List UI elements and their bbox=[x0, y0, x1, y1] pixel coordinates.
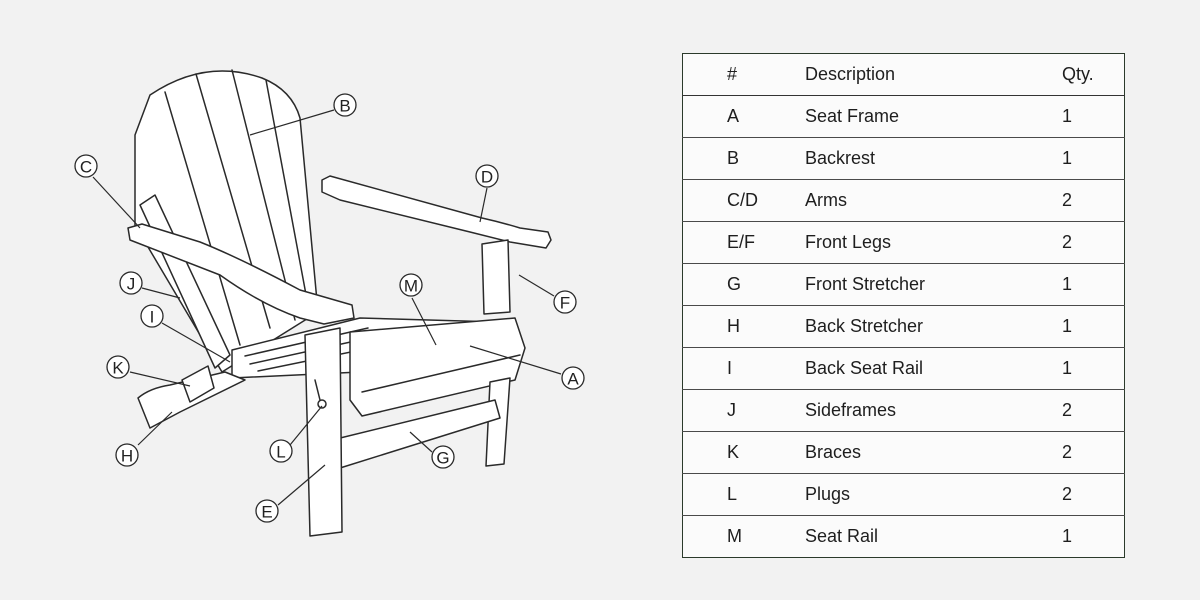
row-qty: 2 bbox=[1052, 473, 1125, 516]
row-qty: 1 bbox=[1052, 347, 1125, 390]
callout-M bbox=[399, 273, 423, 297]
row-number: G bbox=[682, 263, 805, 306]
label-C: C bbox=[80, 158, 92, 177]
label-H: H bbox=[121, 447, 133, 466]
row-description: Sideframes bbox=[805, 389, 1052, 432]
row-qty: 2 bbox=[1052, 179, 1125, 222]
leader-L bbox=[289, 405, 323, 446]
row-qty: 2 bbox=[1052, 431, 1125, 474]
callout-H bbox=[115, 443, 139, 467]
label-D: D bbox=[481, 168, 493, 187]
brace-shape bbox=[181, 365, 215, 403]
leader-H bbox=[137, 411, 173, 446]
leader-C bbox=[92, 176, 141, 229]
leader-G bbox=[409, 431, 433, 453]
callout-A bbox=[561, 366, 585, 390]
row-number: M bbox=[682, 515, 805, 558]
row-qty: 2 bbox=[1052, 389, 1125, 432]
row-description: Front Stretcher bbox=[805, 263, 1052, 306]
row-description: Backrest bbox=[805, 137, 1052, 180]
row-description: Plugs bbox=[805, 473, 1052, 516]
label-I: I bbox=[150, 308, 155, 327]
leader-J bbox=[141, 287, 181, 299]
callout-F bbox=[553, 290, 577, 314]
row-qty: 1 bbox=[1052, 137, 1125, 180]
right-front-leg-shape bbox=[481, 239, 511, 315]
row-description: Seat Rail bbox=[805, 515, 1052, 558]
label-E: E bbox=[261, 503, 272, 522]
row-qty: 1 bbox=[1052, 263, 1125, 306]
callout-G bbox=[431, 445, 455, 469]
table-header-row: # Description Qty. bbox=[682, 53, 1125, 96]
row-number: E/F bbox=[682, 221, 805, 264]
chair-diagram: B C D J M I F K A H L G E bbox=[74, 69, 585, 537]
row-number: B bbox=[682, 137, 805, 180]
label-K: K bbox=[112, 359, 124, 378]
row-qty: 2 bbox=[1052, 221, 1125, 264]
row-description: Front Legs bbox=[805, 221, 1052, 264]
leader-F bbox=[518, 274, 555, 297]
leader-B bbox=[249, 109, 335, 136]
label-M: M bbox=[404, 277, 418, 296]
callout-J bbox=[119, 271, 143, 295]
leader-A bbox=[469, 345, 562, 375]
row-number: K bbox=[682, 431, 805, 474]
seat-frame-shape bbox=[349, 317, 526, 417]
label-B: B bbox=[339, 97, 350, 116]
leader-E bbox=[277, 464, 326, 506]
row-number: I bbox=[682, 347, 805, 390]
leader-K bbox=[129, 371, 191, 387]
row-qty: 1 bbox=[1052, 305, 1125, 348]
row-description: Arms bbox=[805, 179, 1052, 222]
row-number: J bbox=[682, 389, 805, 432]
callout-K bbox=[106, 355, 130, 379]
row-number: H bbox=[682, 305, 805, 348]
left-arm-shape bbox=[127, 223, 355, 325]
header-number: # bbox=[682, 53, 805, 96]
row-qty: 1 bbox=[1052, 515, 1125, 558]
row-qty: 1 bbox=[1052, 95, 1125, 138]
callouts bbox=[74, 93, 585, 523]
front-leg-shape bbox=[304, 327, 343, 537]
row-description: Back Seat Rail bbox=[805, 347, 1052, 390]
leader-I bbox=[161, 322, 231, 363]
label-F: F bbox=[560, 294, 570, 313]
row-description: Back Stretcher bbox=[805, 305, 1052, 348]
header-description: Description bbox=[805, 53, 1052, 96]
leader-M bbox=[411, 297, 437, 346]
leader-D bbox=[479, 187, 488, 223]
row-description: Seat Frame bbox=[805, 95, 1052, 138]
callout-C bbox=[74, 154, 98, 178]
label-A: A bbox=[567, 370, 579, 389]
callout-I bbox=[140, 304, 164, 328]
row-number: C/D bbox=[682, 179, 805, 222]
row-number: A bbox=[682, 95, 805, 138]
callout-E bbox=[255, 499, 279, 523]
callout-B bbox=[333, 93, 357, 117]
callout-L bbox=[269, 439, 293, 463]
row-description: Braces bbox=[805, 431, 1052, 474]
label-L: L bbox=[276, 443, 285, 462]
callout-D bbox=[475, 164, 499, 188]
right-arm-shape bbox=[321, 175, 552, 249]
label-J: J bbox=[127, 275, 136, 294]
row-number: L bbox=[682, 473, 805, 516]
header-qty: Qty. bbox=[1052, 53, 1125, 96]
label-G: G bbox=[436, 449, 449, 468]
